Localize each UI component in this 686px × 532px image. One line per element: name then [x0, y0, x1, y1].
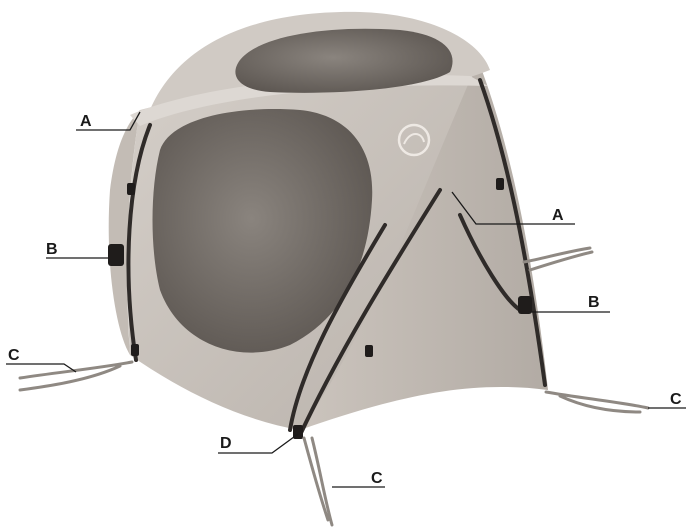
- strap-top-right: [524, 248, 592, 270]
- clip-left-3: [131, 344, 139, 356]
- label-A-right: A: [552, 207, 564, 224]
- clip-right-2: [518, 296, 532, 314]
- label-D: D: [220, 435, 232, 452]
- label-B-right: B: [588, 294, 600, 311]
- clip-left-2: [108, 244, 124, 266]
- label-C-bottom: C: [371, 470, 383, 487]
- clip-left-1: [127, 183, 135, 195]
- strap-bottom: [304, 438, 332, 525]
- clip-right-1: [496, 178, 504, 190]
- label-C-left: C: [8, 347, 20, 364]
- clip-center-1: [365, 345, 373, 357]
- label-C-right: C: [670, 391, 682, 408]
- strap-right: [546, 392, 648, 412]
- label-A-left: A: [80, 113, 92, 130]
- label-B-left: B: [46, 241, 58, 258]
- strap-left: [20, 362, 132, 390]
